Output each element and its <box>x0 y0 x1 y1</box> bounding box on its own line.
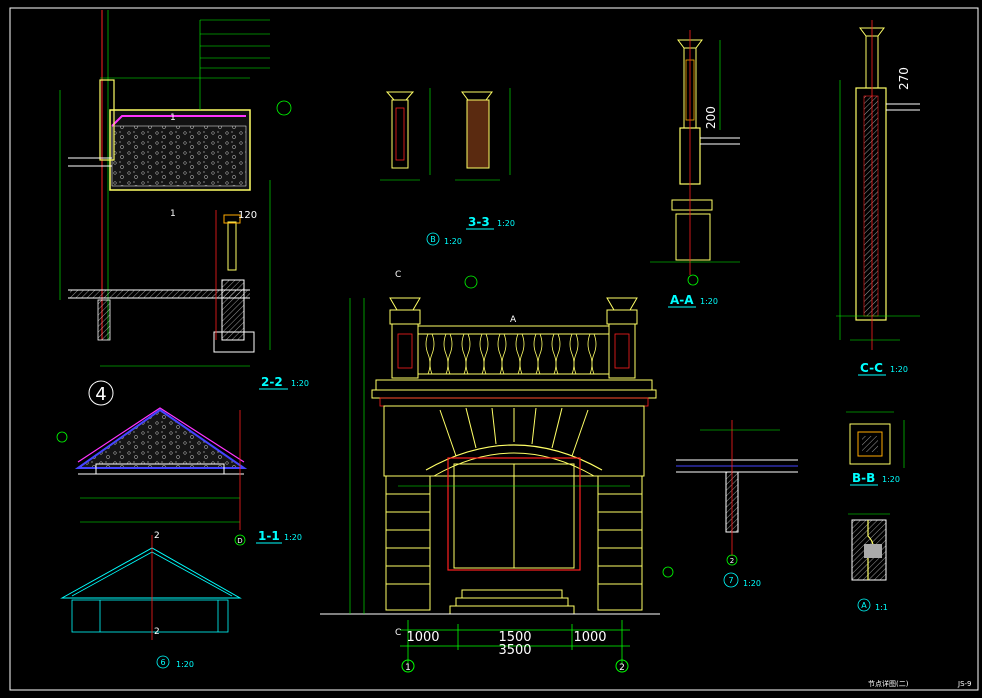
detail-a-scale: 1:1 <box>875 603 888 612</box>
section-2-2-scale: 1:20 <box>291 379 309 388</box>
cut-mark-1-top: 1 <box>170 113 176 123</box>
detail-7-mark: 7 <box>728 576 733 585</box>
elevation-cut-a-mark: A <box>510 315 517 325</box>
section-c-c-title: C-C <box>860 361 883 375</box>
grid-axis-2: 2 <box>619 663 625 673</box>
section-1-1 <box>56 407 248 546</box>
detail-7-slab <box>676 420 798 588</box>
section-2-2-title: 2-2 <box>261 375 283 389</box>
detail-b-pier <box>380 88 511 246</box>
sheet-border <box>9 7 979 691</box>
cut-mark-2-bottom: 2 <box>154 627 160 637</box>
arch-voussoirs <box>439 407 589 457</box>
dim-1000-right: 1000 <box>573 630 606 645</box>
right-rusticated-pier <box>597 475 643 611</box>
detail-a-moulding <box>848 513 890 612</box>
dim-120-22: 120 <box>238 210 257 221</box>
section-3-3-scale: 1:20 <box>497 219 515 228</box>
section-b-b <box>846 411 905 468</box>
section-c-c-scale: 1:20 <box>890 365 908 374</box>
grid-axis-1: 1 <box>405 663 411 673</box>
dim-200-aa: 200 <box>704 106 718 129</box>
elevation-cut-c-mark: C <box>395 270 401 280</box>
detail-b-mark: B <box>430 235 436 244</box>
detail-6-roof-elevation <box>60 535 242 669</box>
cut-mark-1-bottom: 1 <box>170 209 176 219</box>
detail-7-grid-mark: 2 <box>730 557 734 565</box>
section-a-a <box>650 30 740 286</box>
section-a-a-title: A-A <box>670 293 694 307</box>
detail-4-mark: 4 <box>95 384 106 405</box>
dim-270-cc: 270 <box>897 67 911 90</box>
dim-1000-left: 1000 <box>406 630 439 645</box>
elevation-cut-c-mark-bottom: C <box>395 628 401 638</box>
dim-3500-total: 3500 <box>498 643 531 658</box>
section-c-c <box>836 20 920 350</box>
detail-a-mark: A <box>861 601 867 610</box>
sheet-number: JS-9 <box>957 680 972 688</box>
detail-b-scale: 1:20 <box>444 237 462 246</box>
section-a-a-scale: 1:20 <box>700 297 718 306</box>
cut-mark-2-top: 2 <box>154 531 160 541</box>
section-1-1-scale: 1:20 <box>284 533 302 542</box>
detail-6-mark: 6 <box>160 658 165 667</box>
section-3-3-title: 3-3 <box>468 215 490 229</box>
section-b-b-title: B-B <box>852 471 875 485</box>
section-b-b-scale: 1:20 <box>882 475 900 484</box>
section-2-2 <box>59 10 292 406</box>
gate-elevation <box>320 275 674 673</box>
dim-1500: 1500 <box>498 630 531 645</box>
left-rusticated-pier <box>385 475 431 611</box>
detail-d-mark: D <box>237 537 242 545</box>
drawing-title: 节点详图(二) <box>868 679 909 688</box>
detail-6-scale: 1:20 <box>176 660 194 669</box>
detail-7-scale: 1:20 <box>743 579 761 588</box>
section-1-1-title: 1-1 <box>258 529 280 543</box>
baluster-row <box>425 333 597 375</box>
